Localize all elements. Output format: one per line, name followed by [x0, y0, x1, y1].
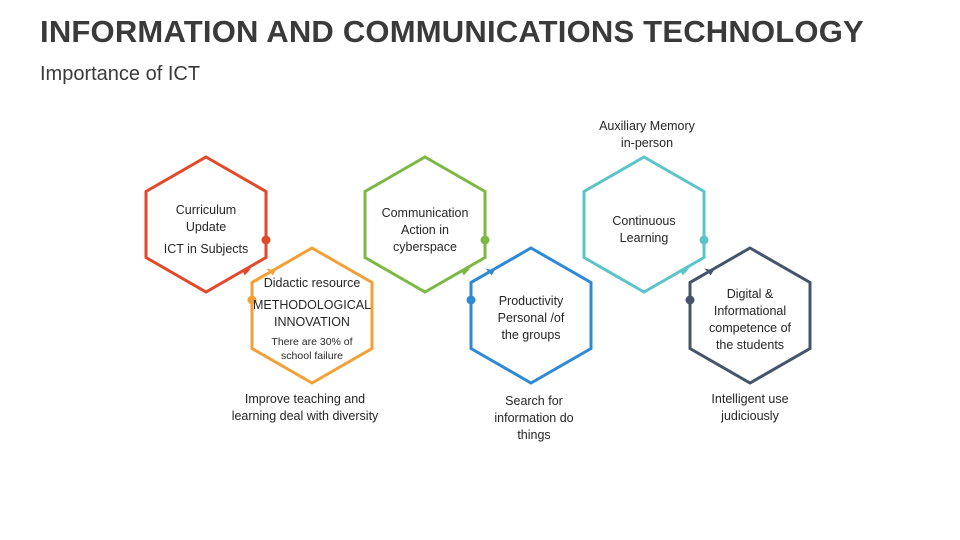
improve-teaching-caption: Improve teaching and learning deal with …	[231, 392, 379, 423]
arrow-head-continuous	[680, 268, 690, 276]
arrow-head-communication	[461, 268, 471, 276]
ict-in-subjects-label: ICT in Subjects	[163, 242, 249, 256]
connector-dot-curriculum	[261, 235, 271, 245]
hexagon-digital	[685, 246, 812, 385]
continuous-learning-label: Continuous Learning	[612, 214, 676, 245]
search-information-caption: Search for information do things	[494, 394, 574, 442]
page-subtitle: Importance of ICT	[40, 63, 201, 85]
connector-dot-productivity	[466, 295, 476, 305]
arrow-head-digital	[704, 268, 714, 276]
arrow-head-curriculum	[242, 268, 252, 276]
arrow-head-productivity	[485, 268, 495, 276]
intelligent-use-caption: Intelligent use judiciously	[711, 392, 789, 423]
methodological-innovation-label: METHODOLOGICAL INNOVATION	[252, 298, 372, 329]
arrow-head-didactic	[266, 268, 276, 276]
arrow-line-didactic	[251, 273, 267, 284]
digital-competence-label: Digital & Informational competence of th…	[709, 287, 791, 352]
connector-dot-continuous	[699, 235, 709, 245]
hexagon-continuous	[582, 155, 709, 294]
connector-dot-digital	[685, 295, 695, 305]
didactic-resource-label: Didactic resource	[263, 276, 361, 290]
connector-dot-didactic	[247, 295, 257, 305]
page-title: INFORMATION AND COMMUNICATIONS TECHNOLOG…	[40, 14, 864, 49]
arrow-line-digital	[689, 273, 705, 284]
hexagon-communication-outline	[363, 155, 487, 294]
communication-label: Communication Action in cyberspace	[381, 206, 469, 254]
arrow-line-productivity	[470, 273, 486, 284]
hexagon-curriculum-outline	[144, 155, 268, 294]
hexagon-didactic	[247, 246, 374, 385]
productivity-label: Productivity Personal /of the groups	[497, 294, 565, 342]
hexagon-communication	[363, 155, 490, 294]
connector-dot-communication	[480, 235, 490, 245]
hexagon-productivity	[466, 246, 593, 385]
curriculum-update-label: Curriculum Update	[175, 203, 237, 234]
hexagon-continuous-outline	[582, 155, 706, 294]
auxiliary-memory-caption: Auxiliary Memory in-person	[599, 119, 695, 150]
school-failure-label: There are 30% of school failure	[271, 336, 353, 362]
hexagon-curriculum	[144, 155, 271, 294]
